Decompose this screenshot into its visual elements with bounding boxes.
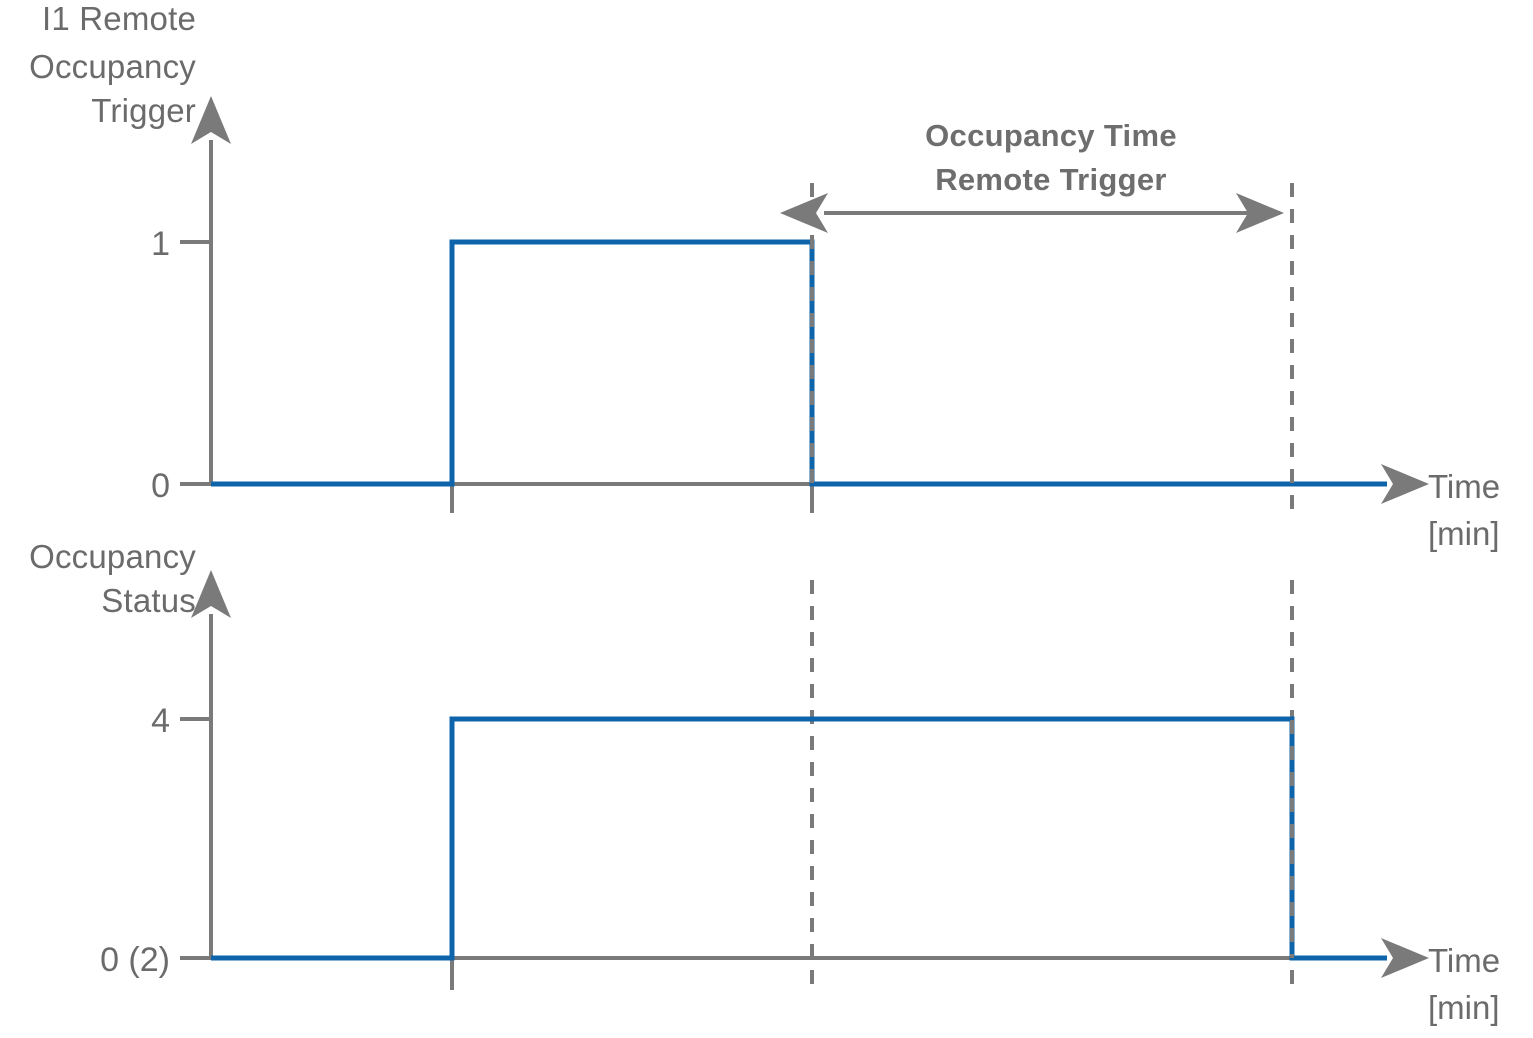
bottom-y-axis-title: Occupancy Status [29, 538, 196, 619]
bottom-x-axis-label-line-2: [min] [1428, 989, 1500, 1026]
bottom-y-axis-title-line-1: Occupancy [29, 538, 196, 575]
occupancy-time-annotation: Occupancy Time Remote Trigger [780, 118, 1284, 233]
top-ytick-label-1: 1 [151, 225, 170, 263]
bottom-y-axis-title-line-2: Status [101, 582, 196, 619]
top-y-axis-title: I1 Remote Occupancy Trigger [29, 0, 196, 129]
top-signal-trace [211, 239, 1387, 487]
top-x-axis-label-line-1: Time [1428, 468, 1500, 505]
top-y-axis-title-line-3: Trigger [91, 92, 196, 129]
top-y-axis-title-line-2: Occupancy [29, 48, 196, 85]
top-x-axis-label-line-2: [min] [1428, 515, 1500, 552]
bottom-x-axis-label-line-1: Time [1428, 942, 1500, 979]
top-ytick-label-0: 0 [151, 467, 170, 505]
bottom-ytick-label-4: 4 [151, 702, 170, 740]
annotation-label-line-2: Remote Trigger [935, 162, 1167, 197]
top-y-axis-title-line-1: I1 Remote [42, 0, 196, 37]
bottom-signal-trace [211, 716, 1387, 961]
bottom-ytick-label-0: 0 (2) [100, 941, 170, 979]
top-chart: I1 Remote Occupancy Trigger 1 0 Time [mi… [29, 0, 1500, 552]
annotation-label-line-1: Occupancy Time [925, 118, 1177, 153]
bottom-chart: Occupancy Status 4 0 (2) Time [min] [29, 538, 1500, 1026]
